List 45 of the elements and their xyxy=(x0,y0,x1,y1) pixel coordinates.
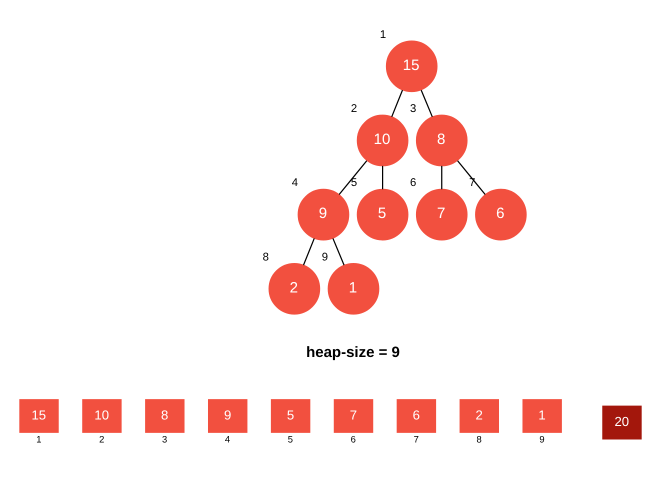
node-box: 9 xyxy=(208,398,248,432)
connector xyxy=(420,89,433,117)
node-circle: 10 xyxy=(356,114,408,166)
node-circle: 15 xyxy=(386,40,438,92)
connector xyxy=(457,160,486,194)
node-label: 2 xyxy=(99,434,104,444)
label: heap-size = 9 xyxy=(306,344,400,361)
node-circle: 8 xyxy=(416,114,468,166)
node-box: 15 xyxy=(19,398,59,432)
node-label: 4 xyxy=(224,434,230,444)
node-label: 3 xyxy=(410,102,416,114)
node-label: 6 xyxy=(350,434,356,444)
node-circle: 2 xyxy=(268,262,320,314)
node-circle: 9 xyxy=(298,188,350,240)
node-box: 2 xyxy=(460,398,499,432)
node-label: 2 xyxy=(350,102,358,114)
node-circle: 1 xyxy=(328,262,380,314)
node-circle: 5 xyxy=(356,188,408,240)
connector xyxy=(338,160,368,194)
connector xyxy=(382,165,384,189)
node-box: 20 xyxy=(602,405,642,439)
node-label: 3 xyxy=(162,434,168,444)
node-box: 1 xyxy=(522,398,562,432)
node-circle: 6 xyxy=(475,188,527,240)
node-box: 8 xyxy=(145,398,185,432)
node-label: 1 xyxy=(36,434,42,444)
node-label: 9 xyxy=(539,434,545,444)
node-label: 5 xyxy=(350,176,358,189)
node-label: 9 xyxy=(322,250,328,263)
node-box: 5 xyxy=(270,398,310,432)
node-label: 1 xyxy=(380,28,386,40)
node-box: 6 xyxy=(396,398,436,432)
node-box: 10 xyxy=(82,398,122,432)
node-label: 7 xyxy=(414,434,419,444)
node-label: 5 xyxy=(288,434,294,444)
node-box: 7 xyxy=(334,398,374,432)
connector xyxy=(332,238,345,265)
connector xyxy=(302,238,315,265)
node-label: 4 xyxy=(292,176,298,189)
connector xyxy=(441,165,442,189)
connector xyxy=(391,89,404,117)
node-label: 8 xyxy=(262,250,269,263)
node-label: 6 xyxy=(410,176,416,189)
node-circle: 7 xyxy=(416,188,468,240)
node-label: 8 xyxy=(476,434,482,444)
